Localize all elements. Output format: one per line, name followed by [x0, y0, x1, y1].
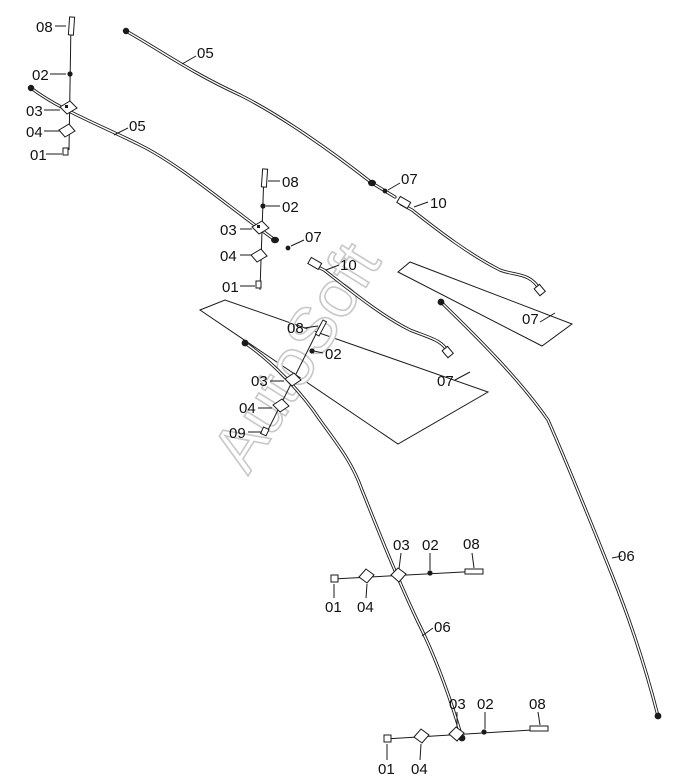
label-10: 10: [340, 257, 357, 274]
label-09: 09: [229, 425, 246, 442]
label-03: 03: [26, 103, 43, 120]
label-07: 07: [401, 171, 418, 188]
label-04: 04: [357, 599, 374, 616]
fitting-07-middle: [285, 245, 291, 251]
label-03: 03: [449, 696, 466, 713]
clamp-assembly-2: [250, 168, 270, 291]
label-04: 04: [239, 400, 256, 417]
label-08: 08: [463, 536, 480, 553]
panel-frame-right: [397, 261, 574, 347]
label-02: 02: [422, 537, 439, 554]
clamp-assembly-1: [58, 16, 78, 156]
label-02: 02: [325, 346, 342, 363]
panel-frame-center: [198, 299, 490, 445]
clamp-assembly-4: [330, 567, 484, 584]
label-03: 03: [220, 222, 237, 239]
label-03: 03: [393, 537, 410, 554]
label-03: 03: [251, 373, 268, 390]
fitting-07-upper: [382, 188, 388, 194]
pipe-05-upper: [122, 27, 397, 199]
label-05: 05: [197, 45, 214, 62]
label-08: 08: [529, 696, 546, 713]
pipe-06-right: [437, 298, 662, 720]
label-08: 08: [287, 320, 304, 337]
label-04: 04: [26, 124, 43, 141]
pipe-10-middle: [307, 256, 454, 359]
leader-lines: [44, 25, 623, 761]
label-08: 08: [282, 174, 299, 191]
label-06: 06: [618, 548, 635, 565]
label-10: 10: [430, 195, 447, 212]
label-08: 08: [36, 19, 53, 36]
pipe-06-left: [241, 339, 466, 742]
label-01: 01: [378, 761, 395, 778]
label-02: 02: [32, 67, 49, 84]
label-01: 01: [222, 279, 239, 296]
label-05: 05: [129, 118, 146, 135]
label-02: 02: [477, 696, 494, 713]
label-07: 07: [522, 311, 539, 328]
label-01: 01: [30, 147, 47, 164]
label-02: 02: [282, 199, 299, 216]
clamp-assembly-3: [259, 319, 328, 437]
label-07: 07: [437, 373, 454, 390]
label-04: 04: [411, 761, 428, 778]
pipe-10-upper: [396, 195, 546, 297]
label-04: 04: [220, 248, 237, 265]
label-07: 07: [305, 229, 322, 246]
label-01: 01: [325, 599, 342, 616]
clamp-assembly-5: [383, 725, 549, 744]
label-06: 06: [434, 619, 451, 636]
